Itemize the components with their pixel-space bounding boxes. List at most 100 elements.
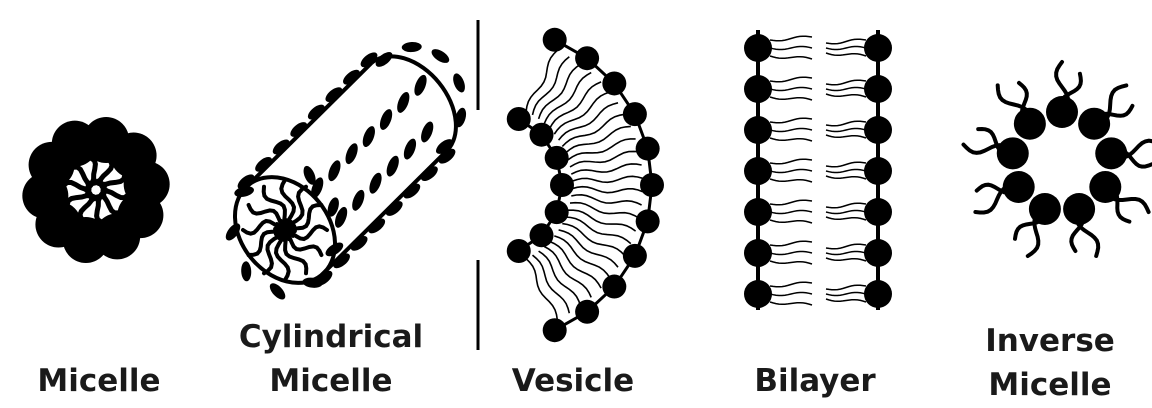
cylinder-inner-headgroup — [350, 188, 367, 212]
bilayer-left-tail — [770, 252, 812, 255]
bilayer-left-tail — [770, 97, 812, 100]
vesicle-outer-headgroup — [543, 318, 567, 342]
vesicle-inner-headgroup — [530, 123, 554, 147]
bilayer-right-tail — [826, 94, 866, 97]
bilayer-right-headgroup — [864, 198, 892, 226]
cylinder-inner-headgroup — [419, 120, 436, 144]
vesicle-label: Vesicle — [512, 362, 634, 400]
cylindrical-micelle-drawing — [214, 42, 468, 303]
bilayer-right-headgroup — [864, 239, 892, 267]
bilayer-right-headgroup — [864, 34, 892, 62]
vesicle-label-text: Vesicle — [512, 363, 634, 399]
bilayer-left-tail — [770, 179, 812, 182]
vesicle-outer-headgroup — [602, 71, 626, 95]
bilayer-left-headgroup — [744, 157, 772, 185]
vesicle-inner-headgroup — [550, 173, 574, 197]
vesicle-drawing — [478, 20, 664, 350]
cylinder-inner-headgroup — [343, 142, 360, 166]
bilayer-left-headgroup — [744, 239, 772, 267]
vesicle-inner-headgroup — [545, 146, 569, 170]
inverse-micelle-headgroup — [1089, 171, 1121, 203]
bilayer-left-tail — [770, 47, 812, 50]
bilayer-right-tail — [826, 285, 866, 290]
bilayer-right-tail — [826, 135, 866, 138]
inverse-micelle-label-line2: Micelle — [985, 366, 1115, 404]
cylindrical-micelle-label: Cylindrical Micelle — [239, 318, 423, 400]
bilayer-left-tail — [770, 36, 812, 41]
vesicle-tail — [572, 176, 643, 182]
micelle-label: Micelle — [37, 362, 160, 400]
vesicle-outer-headgroup — [575, 46, 599, 70]
vesicle-tail — [533, 57, 570, 115]
bilayer-right-tail — [826, 299, 866, 302]
inverse-micelle-headgroup — [1029, 193, 1061, 225]
bilayer-right-tail — [826, 88, 866, 91]
vesicle-outer-headgroup — [623, 102, 647, 126]
micelle-drawing — [22, 117, 169, 263]
bilayer-right-headgroup — [864, 157, 892, 185]
vesicle-tail — [568, 139, 636, 160]
cylinder-inner-headgroup — [395, 90, 412, 114]
cylinder-inner-headgroup — [360, 125, 377, 149]
cylindrical-micelle-label-line2: Micelle — [239, 362, 423, 400]
inverse-micelle-headgroup — [1078, 108, 1110, 140]
cylinder-near-headgroup — [267, 281, 288, 302]
inverse-micelle-label: Inverse Micelle — [985, 322, 1115, 404]
cylinder-inner-headgroup — [401, 137, 418, 161]
vesicle-outer-headgroup — [640, 173, 664, 197]
vesicle-tail — [562, 224, 625, 256]
bilayer-left-tail — [770, 129, 812, 132]
bilayer-right-tail — [826, 162, 866, 167]
inverse-micelle-headgroup — [997, 137, 1029, 169]
bilayer-left-tail — [770, 302, 812, 305]
bilayer-right-headgroup — [864, 116, 892, 144]
bilayer-right-tail — [826, 244, 866, 249]
bilayer-right-tail — [826, 80, 866, 85]
bilayer-right-tail — [826, 252, 866, 255]
bilayer-right-tail — [826, 121, 866, 126]
bilayer-right-tail — [826, 39, 866, 44]
bilayer-right-tail — [826, 53, 866, 56]
inverse-micelle-headgroup — [1003, 171, 1035, 203]
vesicle-tail — [572, 187, 643, 193]
bilayer-right-tail — [826, 129, 866, 132]
vesicle-tail — [526, 50, 557, 111]
cylinder-inner-headgroup — [384, 154, 401, 178]
cylindrical-micelle-label-line1: Cylindrical — [239, 318, 423, 356]
bilayer-left-headgroup — [744, 75, 772, 103]
inverse-micelle-headgroup — [1014, 108, 1046, 140]
vesicle-inner-headgroup — [507, 239, 531, 263]
micelle-label-text: Micelle — [37, 363, 160, 399]
vesicle-outer-headgroup — [575, 300, 599, 324]
bilayer-left-tail — [770, 241, 812, 246]
cylinder-cap-headgroup — [401, 42, 421, 53]
cylinder-inner-headgroup — [412, 73, 429, 97]
bilayer-left-headgroup — [744, 198, 772, 226]
cylinder-inner-headgroup — [326, 159, 343, 183]
vesicle-inner-headgroup — [545, 200, 569, 224]
vesicle-inner-headgroup — [507, 107, 531, 131]
bilayer-left-tail — [770, 118, 812, 123]
vesicle-inner-headgroup — [530, 223, 554, 247]
bilayer-left-tail — [770, 282, 812, 287]
bilayer-right-tail — [826, 258, 866, 261]
vesicle-outer-headgroup — [623, 244, 647, 268]
bilayer-right-tail — [826, 217, 866, 220]
micelle-head — [52, 121, 98, 167]
bilayer-left-headgroup — [744, 280, 772, 308]
vesicle-tail — [570, 203, 639, 219]
vesicle-tail — [571, 164, 641, 174]
bilayer-left-tail — [770, 88, 812, 91]
bilayer-right-tail — [826, 203, 866, 208]
cylinder-near-headgroup — [241, 261, 252, 281]
bilayer-left-tail — [770, 220, 812, 223]
cylinder-cap-headgroup — [429, 46, 451, 65]
bilayer-right-tail — [826, 211, 866, 214]
bilayer-right-tail — [826, 170, 866, 173]
bilayer-left-headgroup — [744, 116, 772, 144]
bilayer-left-tail — [770, 77, 812, 82]
cylinder-inner-headgroup — [377, 107, 394, 131]
bilayer-left-tail — [770, 211, 812, 214]
bilayer-right-tail — [826, 293, 866, 296]
